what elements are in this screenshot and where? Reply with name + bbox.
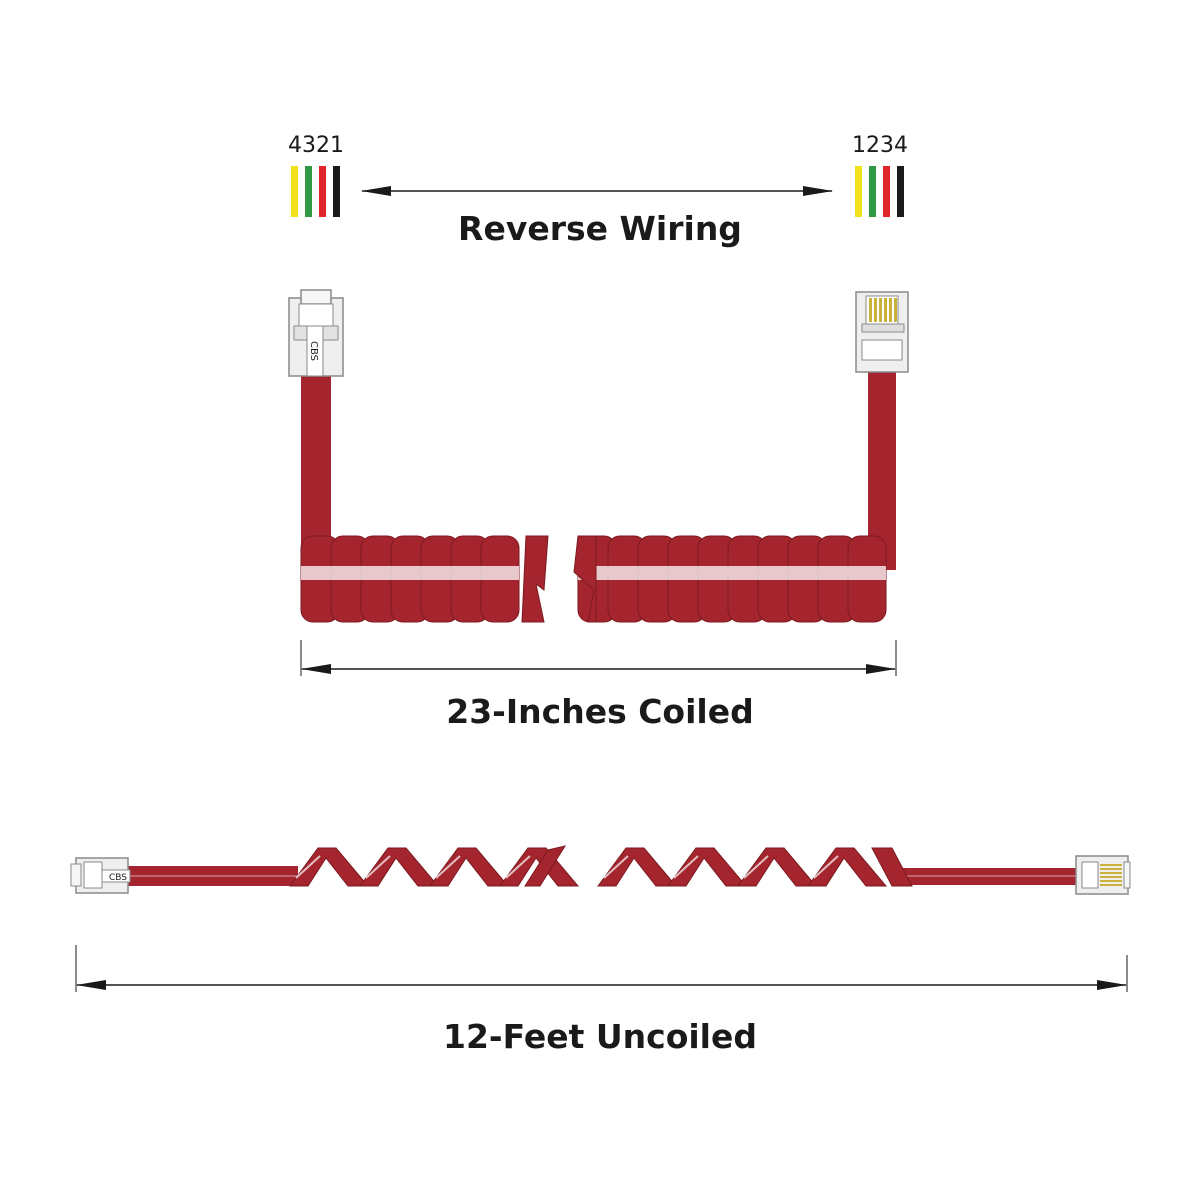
reverse-wiring-title: Reverse Wiring	[458, 209, 742, 248]
contact-pin	[1100, 884, 1122, 886]
right-pin-order: 1234	[852, 133, 908, 158]
uncoiled-plug-marking: CBS	[109, 873, 127, 883]
coiled-length-label: 23-Inches Coiled	[446, 692, 753, 731]
spiral-highlight	[673, 855, 699, 879]
left-wire-colors	[291, 166, 340, 217]
contact-pin	[889, 298, 892, 322]
uncoiled-left-plug: CBS	[70, 857, 131, 894]
wire-black	[333, 166, 340, 217]
contact-pin	[1100, 880, 1122, 882]
spiral-turn	[429, 847, 510, 887]
spiral-turn	[737, 847, 818, 887]
spiral-turn	[289, 847, 370, 887]
spiral-highlight	[505, 855, 531, 879]
spiral-turn	[359, 847, 440, 887]
spiral-cut-end	[524, 845, 567, 887]
right-plug	[855, 291, 909, 373]
left-plug-marking: CBS	[308, 341, 319, 361]
coil-cut-end	[521, 535, 549, 623]
contact-pin	[874, 298, 877, 322]
stretched-coil-left	[289, 845, 580, 887]
contact-pin	[1100, 868, 1122, 870]
spiral-end-turn	[871, 847, 913, 887]
contact-pin	[884, 298, 887, 322]
spiral-highlight	[365, 855, 391, 879]
spiral-highlight	[743, 855, 769, 879]
spiral-highlight	[603, 855, 629, 879]
spiral-turn	[667, 847, 748, 887]
coil-cut-end	[573, 535, 597, 623]
coil-highlight	[578, 566, 886, 580]
spiral-highlight	[295, 855, 321, 879]
contact-pin	[869, 298, 872, 322]
uncoiled-cord: CBS	[70, 845, 1131, 895]
spiral-highlight	[813, 855, 839, 879]
coil-segment-right	[573, 535, 887, 623]
wire-yellow	[855, 166, 862, 217]
contact-pin	[1100, 872, 1122, 874]
coil-highlight	[301, 566, 519, 580]
coiled-cord: CBS	[288, 289, 909, 623]
spiral-turn	[597, 847, 678, 887]
wire-yellow	[291, 166, 298, 217]
contact-pin	[879, 298, 882, 322]
uncoiled-length-label: 12-Feet Uncoiled	[443, 1017, 757, 1056]
wire-green	[869, 166, 876, 217]
contact-pin	[894, 298, 897, 322]
coil-segment-left	[300, 535, 549, 623]
uncoiled-right-plug	[1075, 855, 1131, 895]
spiral-highlight	[435, 855, 461, 879]
wire-green	[305, 166, 312, 217]
contact-pin	[1100, 864, 1122, 866]
spiral-turn	[499, 847, 580, 887]
stretched-coil-right	[597, 847, 913, 887]
left-plug: CBS	[288, 289, 344, 377]
plug-contacts	[1100, 864, 1122, 886]
wire-black	[897, 166, 904, 217]
right-wire-colors	[855, 166, 904, 217]
spiral-turn	[807, 847, 888, 887]
wire-red	[319, 166, 326, 217]
left-pin-order: 4321	[288, 133, 344, 158]
plug-contacts	[869, 298, 897, 322]
wire-red	[883, 166, 890, 217]
contact-pin	[1100, 876, 1122, 878]
